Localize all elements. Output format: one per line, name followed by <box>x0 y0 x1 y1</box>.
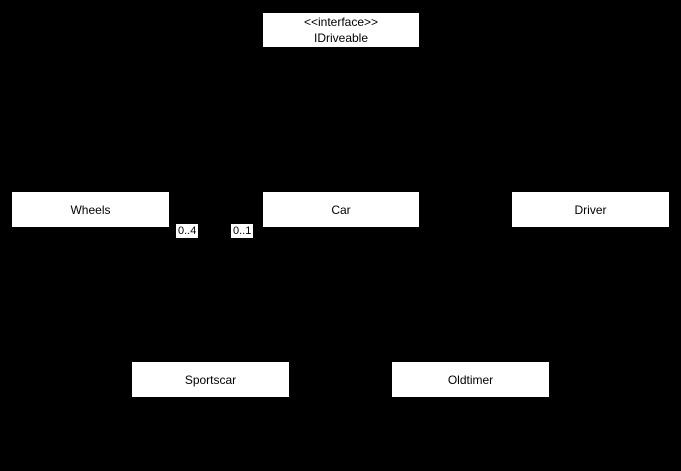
class-node-label: Car <box>331 202 351 217</box>
class-node-label: Wheels <box>70 202 111 217</box>
class-node-label: Driver <box>574 202 607 217</box>
class-node-oldtimer[interactable]: Oldtimer <box>391 361 550 398</box>
interface-node-idriveable[interactable]: <<interface>> IDriveable <box>262 12 420 48</box>
interface-stereotype: <<interface>> <box>303 15 379 29</box>
class-node-sportscar[interactable]: Sportscar <box>131 361 290 398</box>
multiplicity-label-wheels: 0..4 <box>176 224 199 238</box>
multiplicity-label-car: 0..1 <box>231 224 254 238</box>
interface-name: IDriveable <box>313 31 369 45</box>
class-node-driver[interactable]: Driver <box>511 191 670 228</box>
class-node-label: Sportscar <box>184 372 237 387</box>
class-node-label: Oldtimer <box>447 372 494 387</box>
class-node-wheels[interactable]: Wheels <box>11 191 170 228</box>
class-node-car[interactable]: Car <box>262 191 420 228</box>
